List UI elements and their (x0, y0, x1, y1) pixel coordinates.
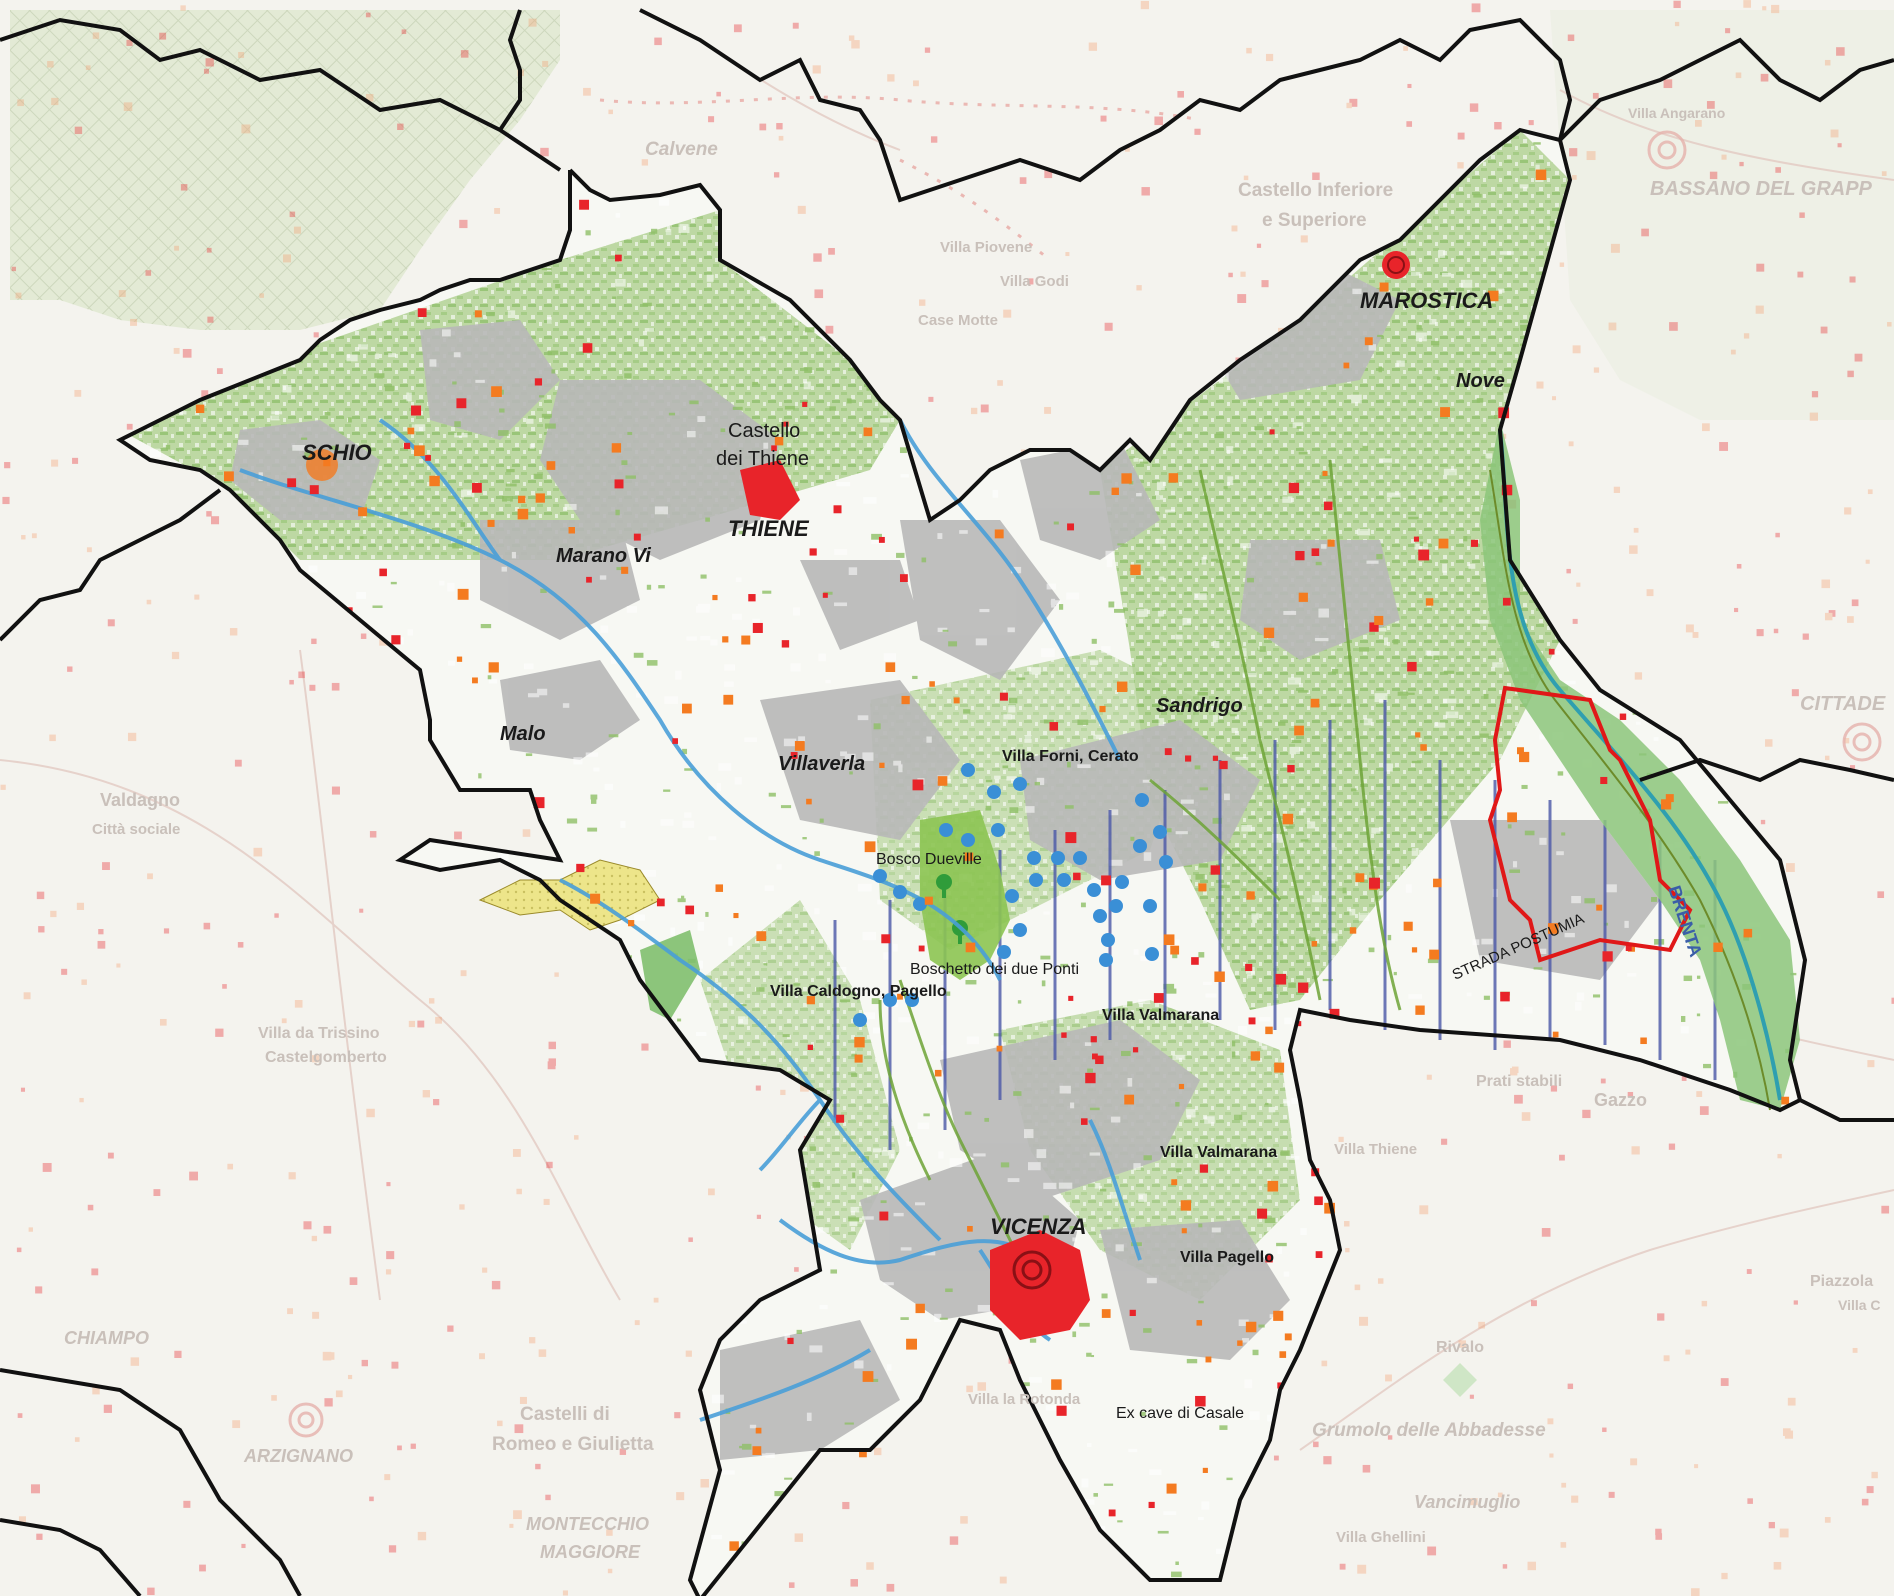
label-villa-piovene: Villa Piovene (940, 239, 1032, 256)
springs (853, 763, 1173, 1027)
label-vicenza: VICENZA (990, 1214, 1087, 1239)
label-villa-da-porto-2: Castelgomberto (265, 1049, 387, 1066)
label-gazzo: Gazzo (1594, 1090, 1647, 1110)
label-villa-forni: Villa Forni, Cerato (1002, 748, 1139, 765)
label-castello-inferiore-2: e Superiore (1262, 210, 1367, 231)
territory-boundary (568, 127, 1808, 1596)
label-vancimuglio: Vancimuglio (1414, 1492, 1520, 1512)
label-valdagno-1: Valdagno (100, 790, 180, 810)
label-calvene: Calvene (645, 139, 718, 160)
label-boschetto: Boschetto dei due Ponti (910, 961, 1079, 978)
faded-labels: BASSANO DEL GRAPP CITTADE Castello Infer… (64, 105, 1886, 1562)
label-villa-caldogno: Villa Caldogno, Pagello (770, 983, 947, 1000)
label-castelli-1: Castelli di (520, 1404, 610, 1425)
label-castello-thiene-2: dei Thiene (716, 448, 809, 470)
label-castello-thiene-1: Castello (728, 420, 800, 442)
brenta-corridor (1480, 420, 1800, 1110)
label-grumolo: Grumolo delle Abbadesse (1312, 1420, 1546, 1441)
label-chiampo: CHIAMPO (64, 1328, 149, 1348)
label-schio: SCHIO (302, 440, 372, 465)
label-valdagno-2: Città sociale (92, 821, 180, 838)
settlement-markers (195, 169, 1790, 1551)
city-markers (306, 251, 1410, 1340)
label-malo: Malo (500, 723, 546, 745)
label-bassano: BASSANO DEL GRAPP (1650, 178, 1873, 200)
label-montecchio-2: MAGGIORE (540, 1542, 641, 1562)
label-castello-inferiore-1: Castello Inferiore (1238, 180, 1393, 201)
label-piazzola-2: Villa C (1838, 1297, 1881, 1313)
label-villa-rotonda: Villa la Rotonda (968, 1391, 1081, 1408)
label-montecchio-1: MONTECCHIO (526, 1514, 649, 1534)
rivers (239, 418, 1142, 1422)
province-boundaries (0, 8, 1894, 1596)
label-ex-cave: Ex cave di Casale (1116, 1405, 1244, 1422)
label-prati-stabili: Prati stabili (1476, 1073, 1562, 1090)
label-marostica: MAROSTICA (1360, 288, 1493, 313)
label-villa-ghellini: Villa Ghellini (1336, 1529, 1426, 1546)
label-villa-valmarana-2: Villa Valmarana (1160, 1144, 1277, 1161)
label-rivalo: Rivalo (1436, 1339, 1484, 1356)
label-villa-thiene: Villa Thiene (1334, 1141, 1417, 1158)
label-sandrigo: Sandrigo (1156, 695, 1243, 717)
label-villa-valmarana-1: Villa Valmarana (1102, 1007, 1219, 1024)
bosco-dueville-area (920, 810, 1010, 980)
label-villa-angarano: Villa Angarano (1628, 105, 1725, 121)
label-bosco-dueville: Bosco Dueville (876, 851, 982, 868)
label-castelli-2: Romeo e Giulietta (492, 1434, 654, 1455)
label-piazzola-1: Piazzola (1810, 1273, 1873, 1290)
label-villa-pagello: Villa Pagello (1180, 1249, 1274, 1266)
label-villaverla: Villaverla (778, 753, 865, 775)
label-arzignano: ARZIGNANO (243, 1446, 353, 1466)
label-villa-da-porto-1: Villa da Trissino (258, 1025, 380, 1042)
label-marano: Marano Vi (556, 545, 651, 567)
label-villa-godi: Villa Godi (1000, 273, 1069, 290)
label-case-motte: Case Motte (918, 312, 998, 329)
label-cittadella: CITTADE (1800, 693, 1886, 715)
label-nove: Nove (1456, 370, 1505, 392)
label-thiene: THIENE (728, 516, 810, 541)
strada-postumia-highlight (1487, 685, 1693, 963)
